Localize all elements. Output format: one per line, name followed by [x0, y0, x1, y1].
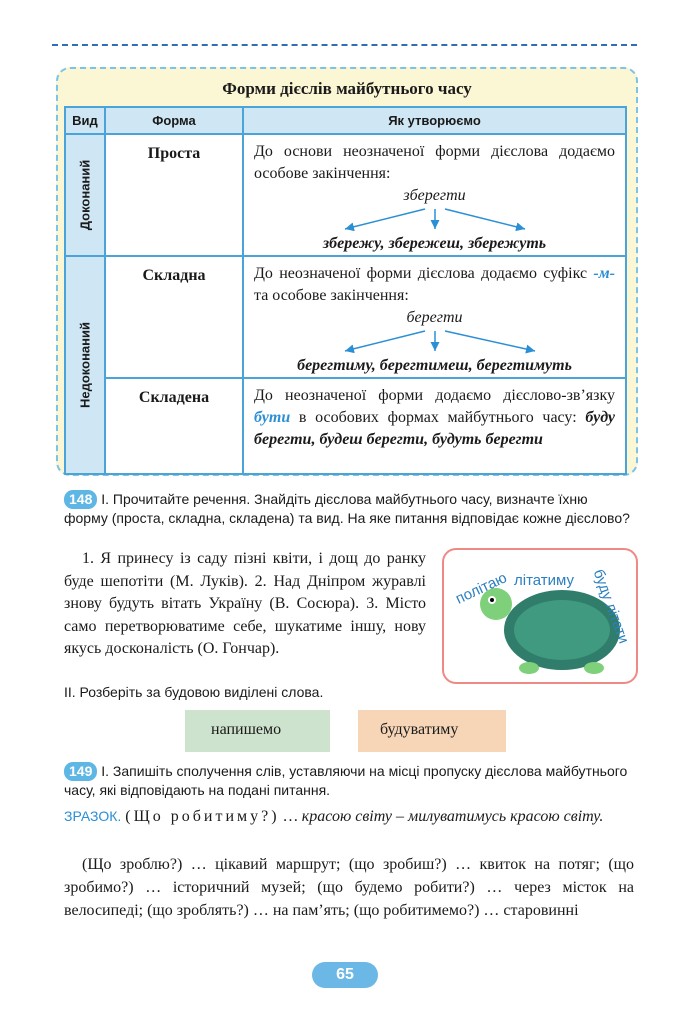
task-instruction: I. Прочитайте речення. Знайдіть дієслова… [64, 491, 630, 526]
word-box-2: будуватиму [358, 710, 506, 752]
forma-skladna: Складна [142, 267, 206, 284]
example-question: (Що робитиму?) [125, 808, 280, 825]
header-vid: Вид [64, 106, 106, 135]
word-box-1: напишемо [185, 710, 330, 752]
task-149: 149 I. Запишіть сполучення слів, уставля… [64, 762, 634, 800]
row1-examples: збережу, збережеш, збережуть [322, 235, 547, 252]
how-cell: До неозначеної форми дієслова додаємо су… [242, 255, 627, 379]
turtle-illustration: політаю літатиму буду літати [442, 548, 638, 684]
row2-text-a: До неозначеної форми дієслова додаємо су… [254, 265, 588, 282]
rule-table: Вид Форма Як утворюємо Доконаний Проста … [64, 106, 627, 475]
forma-cell: Складена [104, 377, 244, 475]
forma-cell: Проста [104, 133, 244, 257]
page-number: 65 [312, 962, 378, 988]
exercise: (Що зроблю?) … цікавий маршрут; (що зроб… [64, 853, 634, 922]
turtle-word-2: літатиму [514, 572, 575, 589]
sentences-text: 1. Я принесу із саду пізні квіти, і дощ … [64, 550, 426, 657]
row3-text-a: До неозначеної форми додаємо дієслово-зв… [254, 387, 615, 404]
vid-perfective-cell: Доконаний [64, 133, 106, 257]
forma-skladena: Складена [138, 389, 210, 406]
task-148: 148 I. Прочитайте речення. Знайдіть дієс… [64, 490, 634, 528]
row2-text: До неозначеної форми дієслова додаємо су… [254, 263, 615, 307]
arrows-icon [344, 330, 535, 354]
row3-text-b: в особових формах майбутнього часу: [298, 409, 577, 426]
sentences: 1. Я принесу із саду пізні квіти, і дощ … [64, 548, 426, 661]
row2-examples: берегтиму, берегтимеш, берегтимуть [297, 357, 572, 374]
example-text: … красою світу – милуватимусь красою сві… [283, 808, 604, 825]
how-cell: До неозначеної форми додаємо дієслово-зв… [242, 377, 627, 475]
row2-text-b: та особове закінчення: [254, 287, 409, 304]
row1-text: До основи неозначеної форми дієслова дод… [254, 143, 615, 182]
task-number: 149 [64, 762, 98, 781]
row1-root: зберегти [403, 187, 466, 204]
example-label: ЗРАЗОК. [64, 808, 122, 824]
header-how: Як утворюємо [242, 106, 627, 135]
task-number: 148 [64, 490, 98, 509]
vid-perfective: Доконаний [77, 159, 93, 231]
row2-root: берегти [406, 309, 463, 326]
top-dashed-line [52, 44, 637, 46]
header-forma: Форма [104, 106, 244, 135]
vid-imperfective-cell: Недоконаний [64, 255, 106, 475]
arrows-icon [344, 208, 525, 232]
word-2: будуватиму [380, 721, 459, 738]
word-1: напишемо [211, 721, 282, 738]
task-instruction: I. Запишіть сполучення слів, уставляючи … [64, 763, 628, 798]
forma-prosta: Проста [147, 145, 201, 162]
exercise-text: (Що зроблю?) … цікавий маршрут; (що зроб… [64, 856, 634, 919]
how-cell: До основи неозначеної форми дієслова дод… [242, 133, 627, 257]
row3-examples: буду берегти, будеш берегти, будуть бере… [254, 409, 616, 448]
rule-title: Форми дієслів майбутнього часу [222, 79, 472, 98]
vid-imperfective: Недоконаний [77, 321, 93, 409]
forma-cell: Складна [104, 255, 244, 379]
task-148-sub: II. Розберіть за будовою виділені слова. [64, 684, 324, 700]
row2-suffix: -м- [593, 265, 616, 282]
row3-buty: бути [254, 409, 291, 426]
turtle-icon [480, 588, 620, 674]
example: ЗРАЗОК. (Що робитиму?) … красою світу – … [64, 805, 634, 828]
